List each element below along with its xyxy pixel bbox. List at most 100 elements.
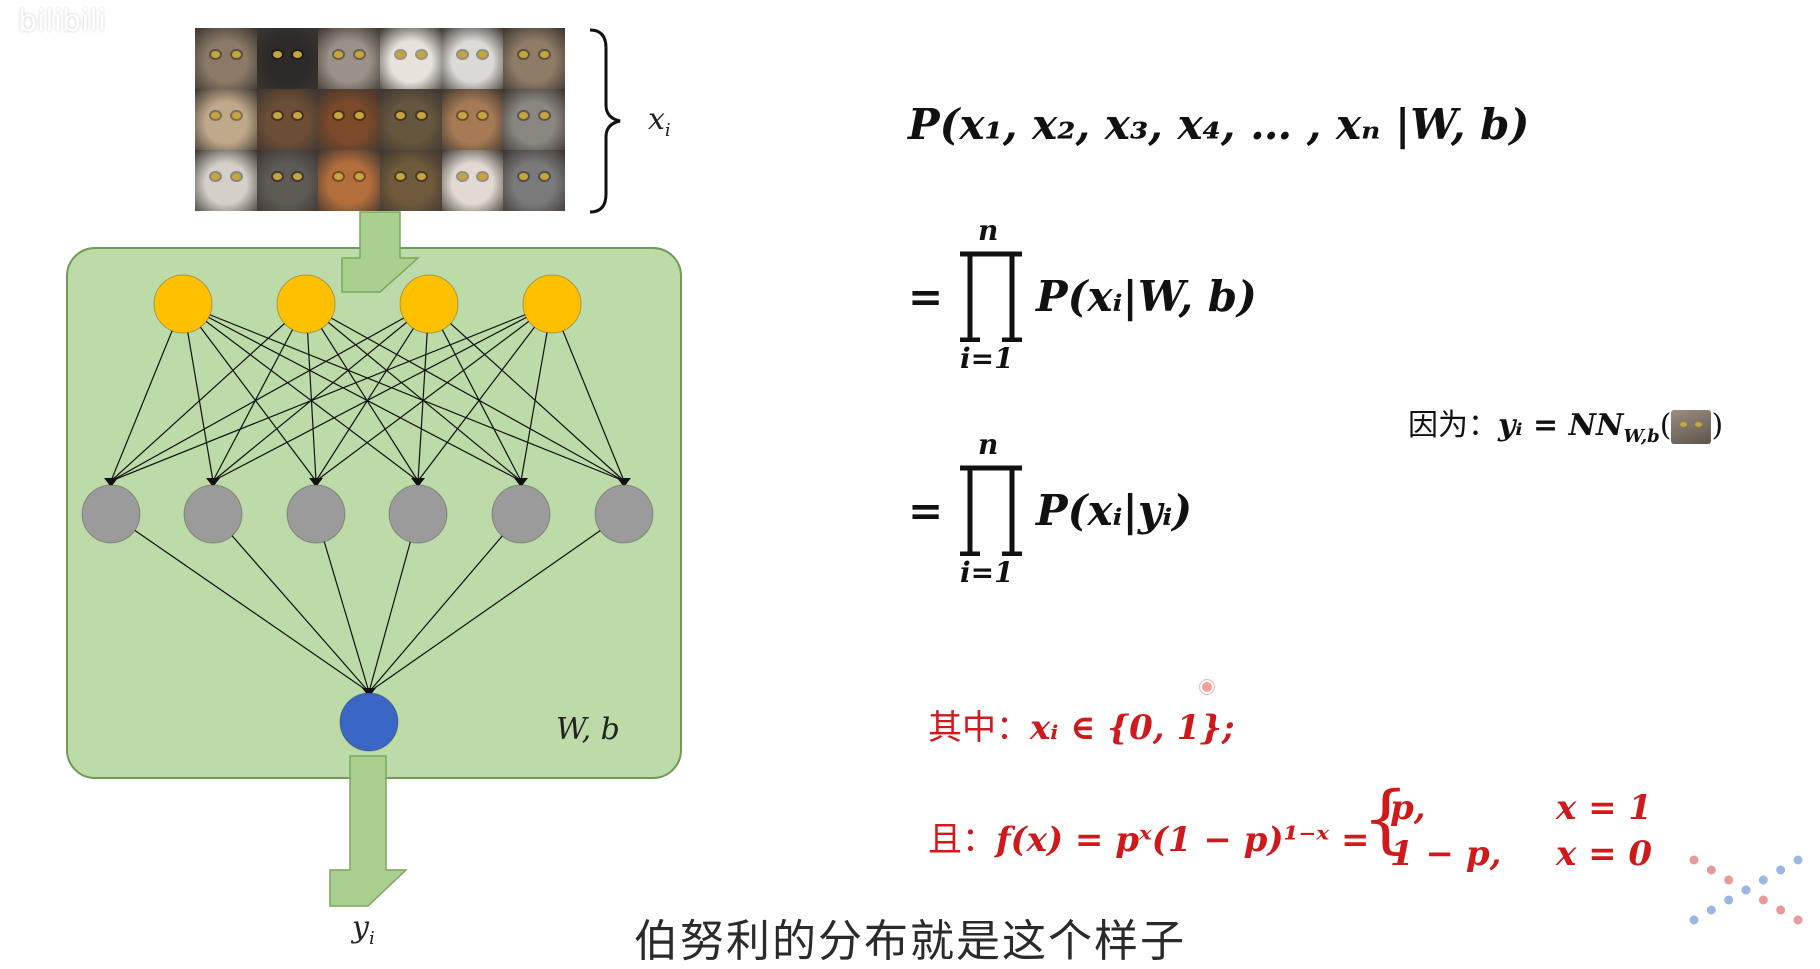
subtitle: 伯努利的分布就是这个样子 [634,916,1186,967]
network-edge [428,303,522,482]
logo-dot [1724,895,1734,905]
cat-face-image [256,89,319,150]
input-node [399,274,459,334]
input-arrow [341,211,420,293]
product-upper-2: n [978,428,999,461]
because-formula: yᵢ = NN [1498,408,1624,443]
because-annotation: 因为：yᵢ = NNW,b() [1408,400,1723,447]
network-edge [305,303,522,482]
where-prefix: 其中： [928,708,1030,748]
network-edge [428,303,625,482]
equals-sign-1: = [908,272,944,321]
cat-face-image [256,150,319,211]
edge-arrowhead [206,478,220,487]
product-symbol-1 [958,250,1024,346]
logo-dot [1724,875,1734,885]
logo-dot [1689,915,1699,925]
input-node [522,274,582,334]
network-edge [551,303,625,482]
output-node [339,692,399,752]
network-edge [110,303,553,482]
logo-dot [1793,855,1803,865]
input-node [276,274,336,334]
network-edge [417,303,553,482]
where-clause: 其中：xᵢ ∈ {0, 1}; [928,700,1235,749]
step2-rhs: P(xᵢ|yᵢ) [1036,486,1193,535]
product-lower-1: i=1 [960,342,1014,375]
network-edge [368,513,419,693]
edge-arrowhead [617,478,631,487]
network-edge [212,513,370,693]
cat-face-image [503,28,565,89]
network-edge [212,303,553,482]
hidden-node [388,484,448,544]
because-prefix: 因为： [1408,408,1498,443]
cat-face-image [195,89,257,150]
hidden-node [491,484,551,544]
case2-value: 1 − p, [1390,834,1502,874]
and-prefix: 且： [928,820,996,860]
because-paren-close: ) [1711,408,1724,443]
logo-dot [1706,905,1716,915]
network-edge [368,513,522,693]
network-edge [417,303,430,482]
input-label-sub: i [664,120,671,141]
network-edge [110,303,430,482]
joint-probability-formula: P(x₁, x₂, x₃, x₄, … , xₙ |W, b) [908,100,1530,149]
because-paren-open: ( [1659,408,1672,443]
params-label: W, b [556,712,620,747]
product-upper-1: n [978,214,999,247]
hidden-node [183,484,243,544]
network-edge [315,303,430,482]
because-sub: W,b [1623,426,1660,447]
step1-rhs: P(xᵢ|W, b) [1036,272,1257,321]
network-edge [182,303,522,482]
hidden-node [594,484,654,544]
logo-dot [1758,875,1768,885]
edge-arrowhead [104,478,118,487]
logo-dot [1689,855,1699,865]
cat-face-image [318,150,380,211]
network-edge [182,303,317,482]
logo-dot [1776,865,1786,875]
cases-brace: { [1362,776,1410,862]
logo-dot [1706,865,1716,875]
network-edge [305,303,419,482]
network-edge [305,303,317,482]
network-edge [315,513,370,693]
cat-face-image [441,28,504,89]
cat-face-image [380,28,442,89]
cat-face-image [195,28,257,89]
hidden-node [81,484,141,544]
logo-dot [1741,885,1751,895]
product-lower-2: i=1 [960,556,1014,589]
output-label-base: y [352,910,369,945]
logo-dot [1758,895,1768,905]
hidden-node [286,484,346,544]
network-edge [110,513,370,693]
output-label: yi [352,910,375,949]
cursor-dot [1200,680,1214,694]
input-image-grid [195,28,565,211]
cat-face-image [503,150,565,211]
input-label: xi [648,102,671,141]
edge-arrowhead [411,478,425,487]
network-edge [182,303,419,482]
edge-arrowhead [362,688,376,697]
network-edge [212,303,430,482]
logo-dot [1793,915,1803,925]
output-arrow [329,755,408,907]
network-edge [212,303,307,482]
network-edge [110,303,184,482]
cat-face-image [503,89,565,150]
cat-face-image [195,150,257,211]
bernoulli-formula: 且：f(x) = pˣ(1 − p)¹⁻ˣ = [928,812,1369,861]
case1-condition: x = 1 [1556,788,1653,828]
edge-arrowhead [309,478,323,487]
cat-face-image [318,89,380,150]
cat-face-image [318,28,380,89]
product-symbol-2 [958,464,1024,560]
network-edge [315,303,553,482]
brace [589,28,621,214]
